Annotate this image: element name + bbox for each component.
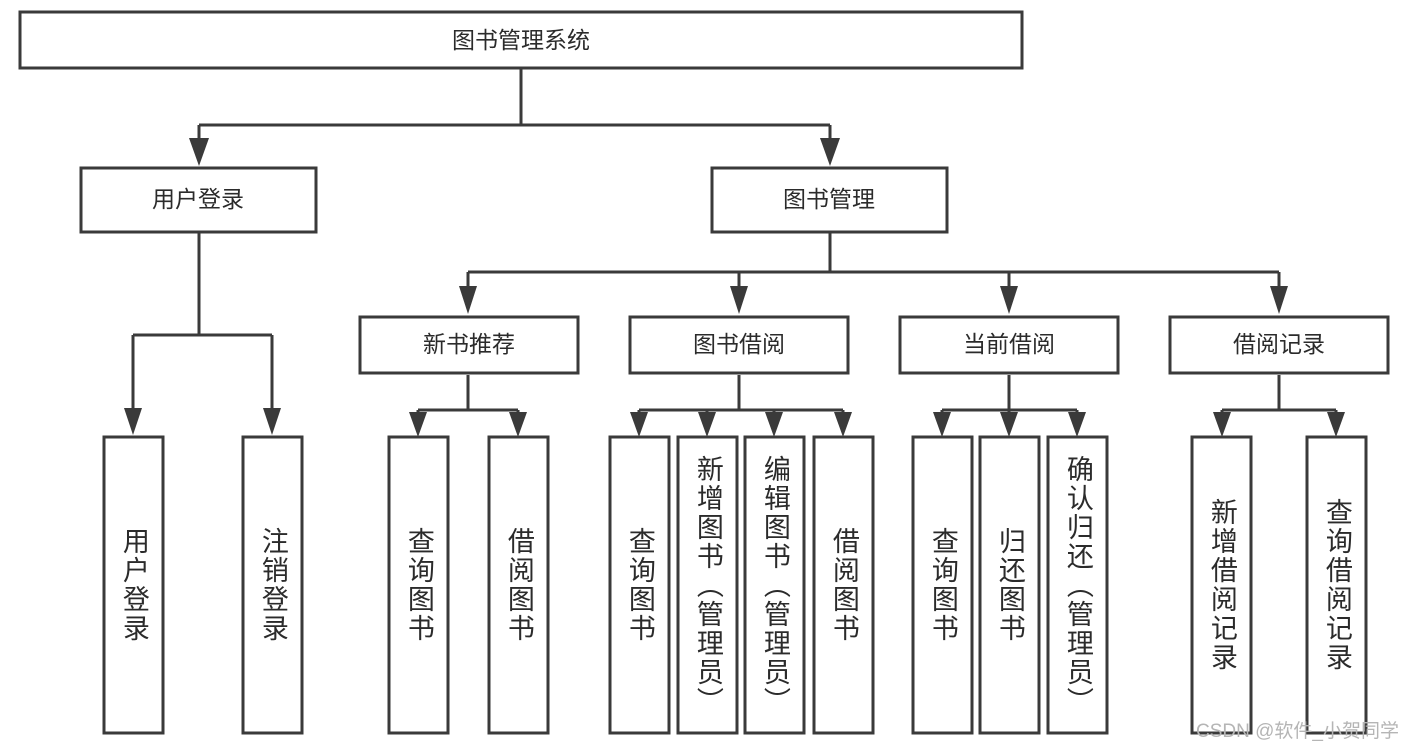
node-root-label: 图书管理系统 [452, 27, 590, 53]
leaf-box-bb-query-book[interactable] [608, 435, 671, 735]
arrow-head-bb-leaf-4 [834, 412, 852, 437]
leaf-box-logout[interactable] [241, 435, 304, 735]
node-borrow-record-label: 借阅记录 [1233, 331, 1325, 357]
leaf-box-bb-edit-book-admin[interactable] [743, 435, 806, 735]
node-current-borrow-box[interactable] [898, 315, 1120, 375]
arrow-head-bb-leaf-3 [765, 412, 783, 437]
arrow-head-cb-leaf-1 [933, 412, 951, 437]
node-new-book-recommend-box[interactable] [358, 315, 580, 375]
connector-book-mgmt-to-level3 [459, 232, 1288, 314]
node-new-book-recommend-label: 新书推荐 [423, 331, 515, 357]
arrow-head-cb-leaf-2 [1000, 412, 1018, 437]
node-book-borrow-box[interactable] [628, 315, 850, 375]
arrow-head-nbr-leaf-1 [409, 412, 427, 437]
connector-new-book-recommend-to-leaves [409, 375, 527, 437]
arrow-head-bb-leaf-2 [698, 412, 716, 437]
leaf-box-nbr-borrow-book[interactable] [487, 435, 550, 735]
arrow-head-bb-leaf-1 [630, 412, 648, 437]
node-user-login-label: 用户登录 [152, 186, 244, 212]
node-book-management-box[interactable] [710, 166, 949, 234]
arrow-head-leaf-logout [263, 408, 281, 435]
connector-user-login-to-leaves [124, 232, 281, 435]
connector-book-borrow-to-leaves [630, 375, 852, 437]
leaf-box-bb-add-book-admin[interactable] [676, 435, 739, 735]
arrow-head-root-to-user-login [189, 138, 209, 166]
leaf-box-user-login[interactable] [102, 435, 165, 735]
connector-borrow-record-to-leaves [1213, 375, 1345, 437]
leaf-box-cb-return-book[interactable] [978, 435, 1041, 735]
arrow-head-nbr-leaf-2 [509, 412, 527, 437]
arrow-head-book-borrow [730, 286, 748, 314]
arrow-head-new-book-recommend [459, 286, 477, 314]
arrow-head-root-to-book-mgmt [820, 138, 840, 166]
node-borrow-record-box[interactable] [1168, 315, 1390, 375]
node-user-login-box[interactable] [79, 166, 318, 234]
connector-current-borrow-to-leaves [933, 375, 1086, 437]
connector-root-to-level2 [189, 68, 840, 166]
node-current-borrow-label: 当前借阅 [963, 331, 1055, 357]
leaf-box-cb-confirm-return-admin[interactable] [1046, 435, 1109, 735]
leaf-box-cb-query-book[interactable] [911, 435, 974, 735]
arrow-head-br-leaf-1 [1213, 412, 1231, 437]
arrow-head-leaf-user-login [124, 408, 142, 435]
leaf-box-nbr-query-book[interactable] [387, 435, 450, 735]
leaf-box-br-add-record[interactable] [1190, 435, 1253, 735]
leaf-box-bb-borrow-book[interactable] [812, 435, 875, 735]
node-book-management-label: 图书管理 [783, 186, 875, 212]
arrow-head-current-borrow [1000, 286, 1018, 314]
node-book-borrow-label: 图书借阅 [693, 331, 785, 357]
arrow-head-br-leaf-2 [1327, 412, 1345, 437]
leaf-box-br-query-record[interactable] [1305, 435, 1368, 735]
arrow-head-cb-leaf-3 [1068, 412, 1086, 437]
arrow-head-borrow-record [1270, 286, 1288, 314]
csdn-watermark: CSDN @软件_小贺同学 [1196, 721, 1399, 742]
node-root-box[interactable] [18, 10, 1024, 70]
